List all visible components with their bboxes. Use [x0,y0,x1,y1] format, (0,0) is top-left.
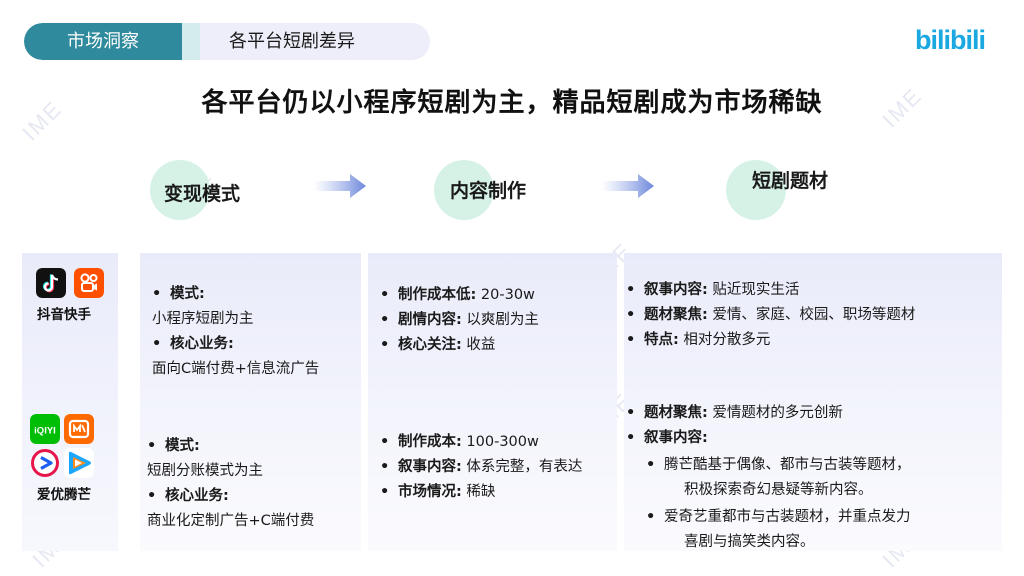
production-panel [368,253,617,551]
genre-item: •叙事内容: [626,430,708,446]
item-label: 特点: [644,332,679,348]
core-business-label: 核心业务: [170,336,234,352]
item-value: 稀缺 [466,484,496,500]
subitem-line: 爱奇艺重都市与古装题材，并重点发力 [664,509,911,525]
production-item: •制作成本低: 20-30w [380,287,535,303]
category-label: 内容制作 [450,180,527,202]
monetization-iyoutengmang: •模式: 短剧分账模式为主 •核心业务: 商业化定制广告+C端付费 [147,434,314,534]
bilibili-logo: bilibili [915,25,986,55]
genre-iyoutengmang: •题材聚焦: 爱情题材的多元创新 •叙事内容: •腾芒酷基于偶像、都市与古装等题… [626,401,911,555]
mgtv-icon [64,414,94,444]
platform-column [22,253,118,551]
item-label: 题材聚焦: [644,307,708,323]
category-circle [434,160,494,220]
item-label: 题材聚焦: [644,405,708,421]
kuaishou-icon [74,268,104,298]
genre-item: •叙事内容: 贴近现实生活 [626,282,800,298]
production-item: •制作成本: 100-300w [380,434,539,450]
item-value: 以爽剧为主 [466,312,539,328]
genre-item: •特点: 相对分散多元 [626,332,771,348]
section-tab-bar: 市场洞察 各平台短剧差异 [24,23,430,60]
production-item: •核心关注: 收益 [380,337,496,353]
subitem-line: 积极探索奇幻悬疑等新内容。 [684,482,873,498]
core-business-label: 核心业务: [165,488,229,504]
core-business-value: 商业化定制广告+C端付费 [147,513,315,529]
monetization-panel [140,253,361,551]
mode-value: 小程序短剧为主 [152,311,254,327]
production-douyin-kuaishou: •制作成本低: 20-30w •剧情内容: 以爽剧为主 •核心关注: 收益 [380,283,539,358]
item-label: 市场情况: [398,484,462,500]
item-value: 爱情、家庭、校园、职场等题材 [712,307,916,323]
subitem-line: 腾芒酷基于偶像、都市与古装等题材， [664,457,911,473]
iqiyi-icon: iQIYI [30,414,60,444]
core-business-value: 面向C端付费+信息流广告 [152,361,320,377]
arrow-right-icon [602,174,654,198]
category-circle [150,160,210,220]
item-label: 叙事内容: [644,430,708,446]
item-value: 20-30w [480,287,535,303]
genre-item: •题材聚焦: 爱情、家庭、校园、职场等题材 [626,307,916,323]
production-iyoutengmang: •制作成本: 100-300w •叙事内容: 体系完整，有表达 •市场情况: 稀… [380,430,582,505]
production-item: •市场情况: 稀缺 [380,484,496,500]
item-value: 相对分散多元 [683,332,771,348]
item-label: 制作成本: [398,434,462,450]
mode-label: 模式: [170,286,205,302]
item-value: 爱情题材的多元创新 [712,405,843,421]
item-value: 贴近现实生活 [712,282,800,298]
tab-platform-differences[interactable]: 各平台短剧差异 [229,31,355,52]
platform-name-iyoutengmang: 爱优腾芒 [37,487,91,503]
tab-market-insight[interactable]: 市场洞察 [24,23,182,60]
tab-separator [182,23,200,60]
item-label: 叙事内容: [644,282,708,298]
item-value: 100-300w [466,434,539,450]
genre-panel [624,253,1002,551]
mode-value: 短剧分账模式为主 [147,463,263,479]
production-item: •叙事内容: 体系完整，有表达 [380,459,583,475]
youku-icon [31,449,59,477]
platform-name-douyin-kuaishou: 抖音快手 [37,307,91,323]
category-label: 短剧题材 [752,170,829,192]
item-label: 剧情内容: [398,312,462,328]
genre-subitem: •爱奇艺重都市与古装题材，并重点发力 [646,509,911,525]
item-label: 核心关注: [398,337,462,353]
item-label: 制作成本低: [398,287,477,303]
item-value: 收益 [466,337,496,353]
item-label: 叙事内容: [398,459,462,475]
item-value: 体系完整，有表达 [466,459,583,475]
page-title: 各平台仍以小程序短剧为主，精品短剧成为市场稀缺 [201,88,823,118]
monetization-douyin-kuaishou: •模式: 小程序短剧为主 •核心业务: 面向C端付费+信息流广告 [152,282,319,382]
category-label: 变现模式 [164,183,241,205]
bilibili-logo-text: bilibili [915,25,985,55]
mode-label: 模式: [165,438,200,454]
douyin-icon [36,268,66,298]
production-item: •剧情内容: 以爽剧为主 [380,312,539,328]
genre-douyin-kuaishou: •叙事内容: 贴近现实生活 •题材聚焦: 爱情、家庭、校园、职场等题材 •特点:… [626,278,915,353]
category-circle [726,160,786,220]
subitem-line: 喜剧与搞笑类内容。 [684,534,815,550]
tencent-video-icon [64,448,94,478]
genre-item: •题材聚焦: 爱情题材的多元创新 [626,405,843,421]
svg-text:iQIYI: iQIYI [34,426,56,437]
arrow-right-icon [314,174,366,198]
genre-subitem: •腾芒酷基于偶像、都市与古装等题材， [646,457,911,473]
